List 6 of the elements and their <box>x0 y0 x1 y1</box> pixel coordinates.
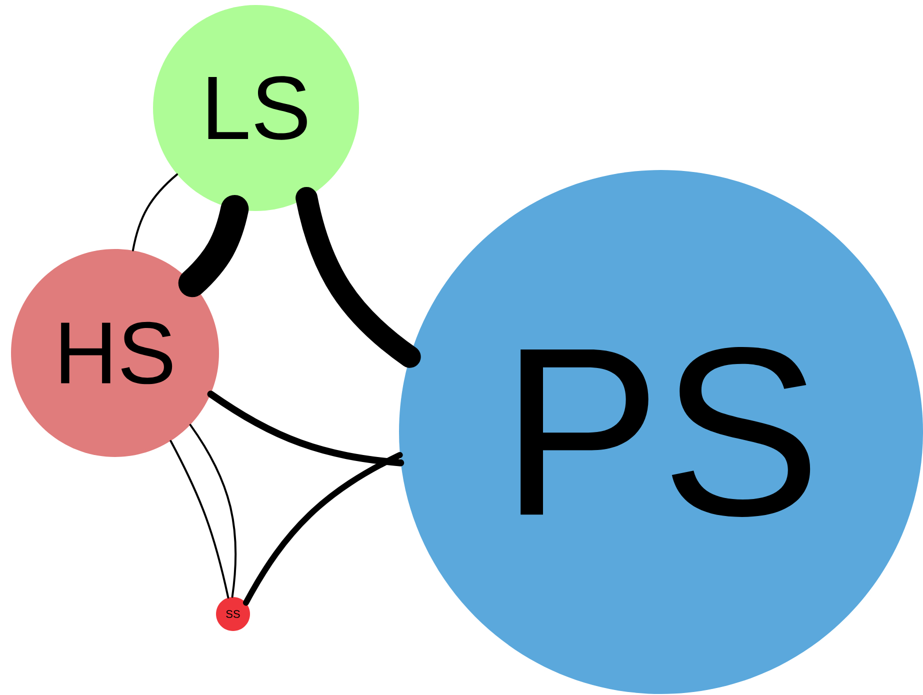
edge-line <box>170 440 230 598</box>
edge-line <box>132 173 178 252</box>
edge-line <box>207 390 404 466</box>
edge-line <box>296 186 421 368</box>
edge-line <box>189 424 237 598</box>
edge-line <box>242 452 403 606</box>
